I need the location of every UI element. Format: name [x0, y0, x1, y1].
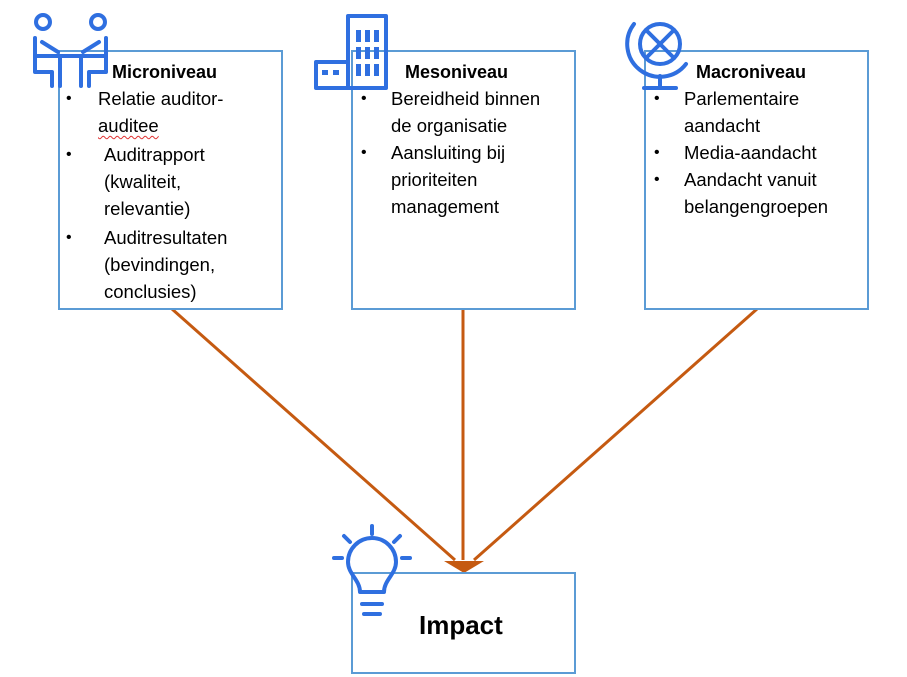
- box-title: Macroniveau: [696, 62, 807, 82]
- bullet: •: [654, 90, 660, 107]
- list-item: • Auditresultaten (bevindingen, conclusi…: [66, 224, 276, 305]
- bullet: •: [361, 90, 367, 107]
- box-title: Microniveau: [112, 62, 218, 82]
- people-meeting-icon: [33, 13, 108, 88]
- impact-title: Impact: [419, 610, 503, 640]
- meso-level-box: Mesoniveau • Bereidheid binnen de organi…: [351, 50, 576, 310]
- meso-item-list: • Bereidheid binnen de organisatie • Aan…: [361, 85, 571, 220]
- bullet: •: [66, 229, 72, 246]
- item-line: Media-aandacht: [684, 142, 817, 163]
- bullet: •: [66, 90, 72, 107]
- item-line: (bevindingen,: [104, 254, 216, 275]
- building-icon: [314, 14, 388, 90]
- micro-item-list: • Relatie auditor- auditee • Auditrappor…: [66, 85, 276, 305]
- item-line: auditee: [98, 115, 159, 136]
- arrowhead: [444, 561, 484, 573]
- item-line: Bereidheid binnen: [391, 88, 541, 109]
- list-item: • Aansluiting bij prioriteiten managemen…: [361, 139, 571, 220]
- item-line: Aansluiting bij: [391, 142, 506, 163]
- item-line: management: [391, 196, 499, 217]
- item-line: Relatie auditor-: [98, 88, 224, 109]
- globe-icon: [625, 22, 688, 90]
- item-line: prioriteiten: [391, 169, 478, 190]
- box-title: Mesoniveau: [405, 62, 509, 82]
- bullet: •: [654, 171, 660, 188]
- macro-item-list: • Parlementaire aandacht • Media-aandach…: [654, 85, 864, 220]
- item-line: Parlementaire: [684, 88, 800, 109]
- list-item: • Media-aandacht: [654, 139, 864, 166]
- bullet: •: [361, 144, 367, 161]
- item-line: aandacht: [684, 115, 761, 136]
- item-line: de organisatie: [391, 115, 508, 136]
- list-item: • Aandacht vanuit belangengroepen: [654, 166, 864, 220]
- impact-box: Impact: [351, 572, 576, 674]
- macro-level-box: Macroniveau • Parlementaire aandacht • M…: [644, 50, 869, 310]
- item-line: Auditresultaten: [104, 227, 228, 248]
- bullet: •: [654, 144, 660, 161]
- item-line: Auditrapport: [104, 144, 205, 165]
- list-item: • Auditrapport (kwaliteit, relevantie): [66, 141, 276, 222]
- item-line: belangengroepen: [684, 196, 829, 217]
- connector-micro-impact: [171, 307, 456, 562]
- micro-level-box: Microniveau • Relatie auditor- auditee •…: [58, 50, 283, 310]
- list-item: • Relatie auditor- auditee: [66, 85, 276, 139]
- connector-macro-impact: [473, 307, 758, 562]
- item-line: conclusies): [104, 281, 197, 302]
- list-item: • Parlementaire aandacht: [654, 85, 864, 139]
- item-line: Aandacht vanuit: [684, 169, 817, 190]
- list-item: • Bereidheid binnen de organisatie: [361, 85, 571, 139]
- bullet: •: [66, 146, 72, 163]
- item-line: relevantie): [104, 198, 191, 219]
- item-line: (kwaliteit,: [104, 171, 182, 192]
- lightbulb-icon: [332, 524, 412, 616]
